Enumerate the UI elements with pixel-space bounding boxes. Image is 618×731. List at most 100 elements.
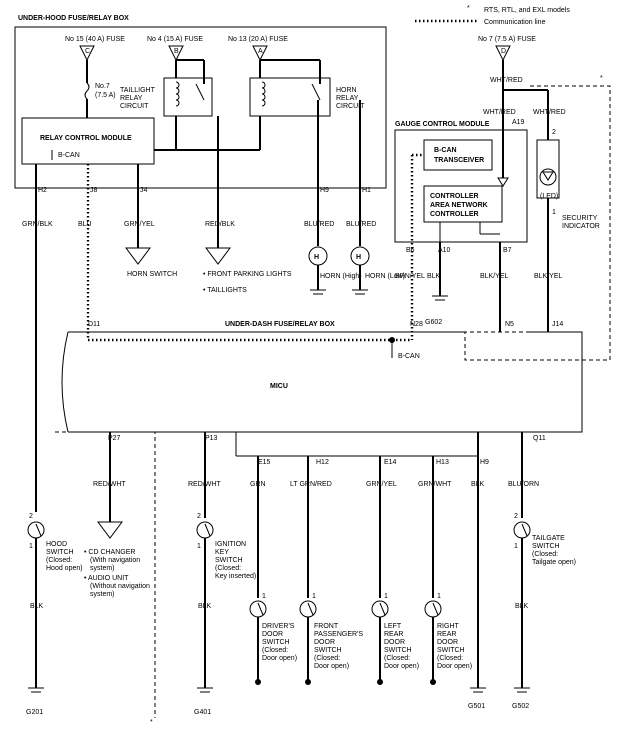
led-pin-2: 2: [552, 129, 556, 136]
right-rear-door-switch: GRN/WHT 1 RIGHT REAR DOOR SWITCH (Closed…: [418, 456, 472, 685]
ground-g201: G201: [26, 709, 43, 716]
pin-j4: J4: [140, 187, 148, 194]
parking-lights-label-2: • TAILLIGHTS: [203, 287, 247, 294]
bcan-transceiver-label-1: B-CAN: [434, 147, 457, 154]
svg-text:B: B: [174, 48, 179, 55]
fuse-15-label: No 15 (40 A) FUSE: [65, 36, 125, 43]
tailgate-label-2: SWITCH: [532, 543, 560, 550]
ground-g502: G502: [512, 703, 529, 710]
ignition-pin-2: 2: [197, 513, 201, 520]
svg-text:GRN/WHT: GRN/WHT: [418, 481, 452, 488]
security-indicator-label-1: SECURITY: [562, 215, 598, 222]
wire-blk-gauge: BLK: [427, 273, 441, 280]
tailgate-pin-1: 1: [514, 543, 518, 550]
ground-g602: G602: [425, 319, 442, 326]
wire-blkyel-2: BLK/YEL: [534, 273, 563, 280]
wire-grnblk: GRN/BLK: [22, 221, 53, 228]
small-fuse-symbol: [84, 82, 90, 100]
horn-high-h: H: [314, 254, 319, 261]
led-label: (LED): [540, 193, 558, 200]
gauge-control-module: [394, 129, 528, 243]
svg-text:FRONT: FRONT: [314, 623, 339, 630]
svg-text:(Closed:: (Closed:: [314, 655, 340, 662]
svg-text:LT GRN/RED: LT GRN/RED: [290, 481, 332, 488]
led-symbol: [539, 168, 557, 186]
pin-j14: J14: [552, 321, 563, 328]
audio-unit-label-2: (Without navigation: [90, 583, 150, 590]
horn-relay-box: [249, 77, 331, 117]
taillight-relay-box: [163, 77, 213, 117]
horn-relay-label-3: CIRCUIT: [336, 103, 365, 110]
wire-blu: BLU: [78, 221, 92, 228]
svg-text:(Closed:: (Closed:: [384, 655, 410, 662]
wire-redwht-1: RED/WHT: [93, 481, 126, 488]
pin-q11: Q11: [533, 435, 546, 442]
micu-box: [68, 331, 583, 433]
security-indicator-label-2: INDICATOR: [562, 223, 600, 230]
svg-text:(Closed:: (Closed:: [437, 655, 463, 662]
ground-g401: G401: [194, 709, 211, 716]
fuse-b-terminal: B: [168, 45, 184, 62]
pin-h2: H2: [38, 187, 47, 194]
pin-h9: H9: [320, 187, 329, 194]
gauge-module-title: GAUGE CONTROL MODULE: [395, 121, 490, 128]
pin-d11: D11: [88, 321, 100, 328]
wire-blured-1: BLU/RED: [304, 221, 334, 228]
wire-blured-2: BLU/RED: [346, 221, 376, 228]
horn-relay-label-2: RELAY: [336, 95, 359, 102]
wire-blk-tailgate: BLK: [515, 603, 529, 610]
ignition-label-5: Key inserted): [215, 573, 256, 580]
underdash-title: UNDER-DASH FUSE/RELAY BOX: [225, 321, 335, 328]
audio-unit-label-1: • AUDIO UNIT: [84, 575, 129, 582]
hood-switch-pin-1: 1: [29, 543, 33, 550]
svg-text:PASSENGER'S: PASSENGER'S: [314, 631, 363, 638]
micu-bcan: B-CAN: [398, 353, 420, 360]
micu-title: MICU: [270, 383, 288, 390]
fuse-4-label: No 4 (15 A) FUSE: [147, 36, 203, 43]
pin-n5: N5: [505, 321, 514, 328]
taillight-relay-label-3: CIRCUIT: [120, 103, 149, 110]
svg-text:REAR: REAR: [384, 631, 403, 638]
wire-whtred-3: WHT/RED: [533, 109, 566, 116]
gauge-diode: [497, 177, 509, 187]
front-passenger-door-switch: LT GRN/RED 1 FRONT PASSENGER'S DOOR SWIT…: [290, 456, 363, 685]
ignition-label-3: SWITCH: [215, 557, 243, 564]
svg-text:Door open): Door open): [437, 663, 472, 670]
can-controller-label-1: CONTROLLER: [430, 193, 479, 200]
tailgate-label-4: Tailgate open): [532, 559, 576, 566]
fuse-a-terminal: A: [252, 45, 268, 62]
horn-relay-contact: [311, 83, 321, 101]
hood-switch-label-4: Hood open): [46, 565, 83, 572]
optional-region-outline: [464, 85, 611, 361]
pin-h1: H1: [362, 187, 371, 194]
pin-p27: P27: [108, 435, 121, 442]
wire-bluorn: BLU/ORN: [508, 481, 539, 488]
pin-h13: H13: [436, 459, 449, 466]
wire-blk-ignition: BLK: [198, 603, 212, 610]
bcan-transceiver: [423, 139, 493, 171]
taillight-relay-contact: [195, 83, 205, 101]
cd-changer-label-3: system): [90, 565, 115, 572]
pin-a19: A19: [512, 119, 525, 126]
driver-door-switch: GRN 1 DRIVER'S DOOR SWITCH (Closed: Door…: [249, 456, 297, 685]
tailgate-label-3: (Closed:: [532, 551, 558, 558]
svg-text:Door open): Door open): [262, 655, 297, 662]
svg-text:1: 1: [437, 593, 441, 600]
svg-text:C: C: [85, 48, 90, 55]
legend-dotted-note: Communication line: [484, 19, 546, 26]
audio-terminal: [97, 521, 123, 539]
fuse-c-terminal: C: [79, 45, 95, 62]
pin-p13: P13: [205, 435, 218, 442]
fuse-7-label: No 7 (7.5 A) FUSE: [478, 36, 536, 43]
cd-changer-label-1: • CD CHANGER: [84, 549, 135, 556]
star-mark-1: *: [600, 75, 603, 82]
ignition-label-4: (Closed:: [215, 565, 241, 572]
svg-text:DOOR: DOOR: [384, 639, 405, 646]
wire-whtred-2: WHT/RED: [483, 109, 516, 116]
hood-switch-label-1: HOOD: [46, 541, 67, 548]
horn-relay-label-1: HORN: [336, 87, 357, 94]
svg-text:DOOR: DOOR: [314, 639, 335, 646]
left-rear-door-switch: GRN/YEL 1 LEFT REAR DOOR SWITCH (Closed:…: [366, 456, 419, 685]
ignition-label-1: IGNITION: [215, 541, 246, 548]
